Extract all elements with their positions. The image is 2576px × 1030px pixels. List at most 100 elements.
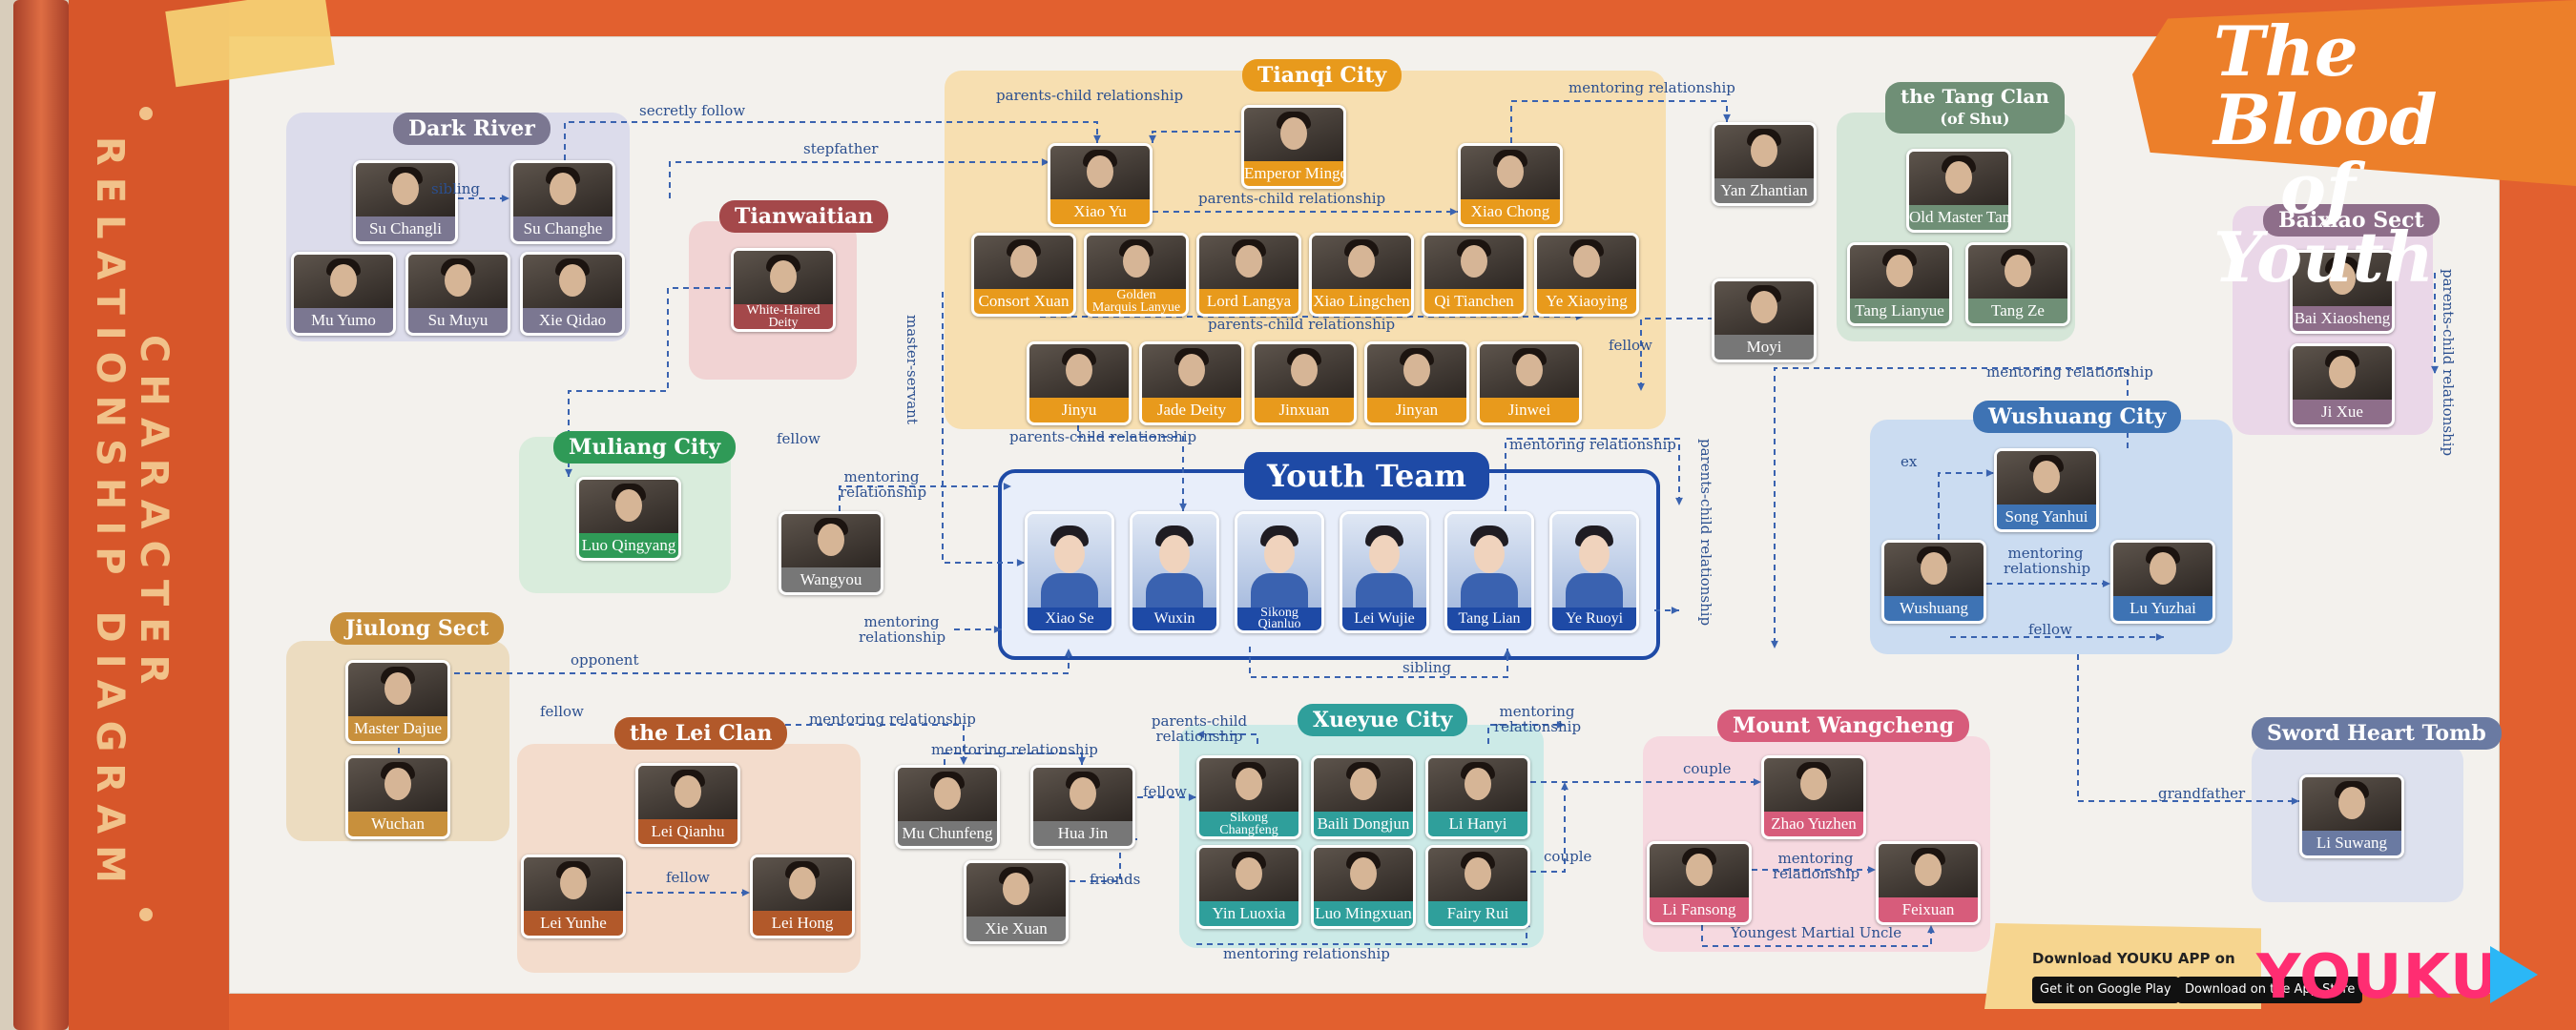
character-card-li-suwang: Li Suwang <box>2299 774 2404 858</box>
portrait-face <box>1573 245 1600 278</box>
character-card-mu-chunfeng: Mu Chunfeng <box>895 765 1000 849</box>
character-name-hua-jin: Hua Jin <box>1057 824 1109 842</box>
portrait-face <box>615 489 642 522</box>
relationship-line <box>669 161 1049 198</box>
relationship-arrowhead <box>741 889 750 896</box>
title-strip <box>69 0 229 1030</box>
rel-fellow-xueyue: fellow <box>1143 783 1187 800</box>
portrait-lei-qianhu <box>638 766 737 819</box>
rel-youngest-uncle: Youngest Martial Uncle <box>1731 924 1902 941</box>
portrait-white-haired <box>734 251 833 304</box>
relationship-arrowhead <box>1675 497 1683 505</box>
character-name-line1: Sikong <box>1260 606 1298 620</box>
character-name-luo-mingxuan: Luo Mingxuan <box>1315 904 1412 922</box>
character-name-lei-yunhe: Lei Yunhe <box>540 914 607 932</box>
relationship-arrowhead <box>1003 483 1011 490</box>
portrait-face <box>1070 777 1096 810</box>
character-card-su-changli: Su Changli <box>353 160 458 244</box>
character-name-mu-chunfeng: Mu Chunfeng <box>902 824 993 842</box>
google-play-badge[interactable]: Get it on Google Play <box>2032 977 2179 1003</box>
portrait-xiao-chong <box>1461 146 1560 199</box>
rel-opponent: opponent <box>571 651 639 669</box>
portrait-face <box>1516 354 1543 386</box>
character-card-yin-luoxia: Yin Luoxia <box>1196 845 1301 929</box>
character-name-jinyan: Jinyan <box>1395 401 1439 419</box>
relationship-arrowhead <box>1016 559 1025 566</box>
character-name-jade-deity: Jade Deity <box>1156 401 1227 419</box>
portrait-head <box>1579 535 1610 573</box>
portrait-face <box>1465 768 1491 800</box>
character-name-song-yanhui: Song Yanhui <box>2005 507 2088 525</box>
relationship-arrowhead <box>1041 158 1049 166</box>
relationship-arrowhead <box>1093 134 1101 143</box>
portrait-xie-qidao <box>523 255 622 308</box>
rel-ex: ex <box>1901 453 1918 470</box>
portrait-mu-yumo <box>294 255 393 308</box>
portrait-jinyu <box>1029 344 1129 398</box>
character-name-lei-hong: Lei Hong <box>771 914 834 932</box>
rel-parents-child-mid: parents-child relationship <box>1198 190 1386 207</box>
rel-parents-child-xueyue-l2: relationship <box>1155 728 1243 745</box>
portrait-wushuang <box>1884 543 1984 596</box>
character-name-line2: Changfeng <box>1219 823 1278 837</box>
portrait-face <box>1921 552 1947 585</box>
youth-team-card-ye-ruoyi: Ye Ruoyi <box>1549 511 1639 633</box>
relationship-line <box>839 485 1011 511</box>
character-name-tang-lianyue: Tang Lianyue <box>1855 301 1944 319</box>
portrait-li-hanyi <box>1428 758 1527 812</box>
character-card-su-muyu: Su Muyu <box>405 252 510 336</box>
portrait-face <box>1465 857 1491 890</box>
character-name-tang-lian: Tang Lian <box>1447 608 1531 630</box>
relationship-arrowhead <box>2102 580 2110 587</box>
portrait-face <box>1497 155 1524 188</box>
rel-mentoring-top: mentoring relationship <box>1568 79 1735 96</box>
diagram-title: CHARACTER RELATIONSHIP DIAGRAM <box>88 135 176 895</box>
character-card-jinxuan: Jinxuan <box>1252 341 1357 425</box>
relationship-arrowhead <box>1149 134 1156 143</box>
portrait-face <box>1003 873 1029 905</box>
group-label-tang-clan: the Tang Clan(of Shu) <box>1885 82 2065 134</box>
portrait-sikong-changfeng <box>1199 758 1298 812</box>
app-store-badge[interactable]: Download on the App Store <box>2177 977 2363 1003</box>
logo-brush-background <box>2132 0 2576 186</box>
rel-couple-1: couple <box>1683 760 1732 777</box>
character-name-mu-yumo: Mu Yumo <box>311 311 376 329</box>
portrait-face <box>1236 768 1262 800</box>
portrait-body <box>1251 573 1308 608</box>
character-name-wushuang: Wushuang <box>1899 599 1969 617</box>
relationship-arrowhead <box>1449 208 1458 216</box>
relationship-arrowhead <box>2431 365 2439 374</box>
character-card-jinyan: Jinyan <box>1364 341 1469 425</box>
relationship-arrowhead <box>565 468 572 477</box>
portrait-song-yanhui <box>1997 451 2096 505</box>
character-card-luo-mingxuan: Luo Mingxuan <box>1311 845 1416 929</box>
portrait-lord-langya <box>1199 236 1298 289</box>
portrait-yan-zhantian <box>1714 125 1814 178</box>
relationship-line <box>2077 654 2299 802</box>
portrait-body <box>1461 573 1518 608</box>
rel-master-servant: master-servant <box>904 315 921 424</box>
portrait-face <box>675 775 701 808</box>
rel-mentoring-bottom: mentoring relationship <box>1223 945 1390 962</box>
rel-sibling-dark: sibling <box>431 180 480 197</box>
character-name-su-changhe: Su Changhe <box>523 219 603 237</box>
relationship-line <box>1196 733 1258 744</box>
portrait-lei-yunhe <box>524 857 623 911</box>
relationship-line <box>1152 131 1240 143</box>
group-label-baixiao-sect: Baixiao Sect <box>2263 204 2440 237</box>
portrait-tang-lianyue <box>1850 245 1949 299</box>
character-card-consort-xuan: Consort Xuan <box>971 233 1076 317</box>
rel-sibling-yt: sibling <box>1402 659 1451 676</box>
character-name-wangyou: Wangyou <box>800 570 862 588</box>
rel-mentoring-wushuang-inner-l2: relationship <box>2004 560 2091 577</box>
character-card-ye-xiaoying: Ye Xiaoying <box>1534 233 1639 317</box>
character-card-lei-yunhe: Lei Yunhe <box>521 855 626 938</box>
character-card-xiao-chong: Xiao Chong <box>1458 143 1563 227</box>
character-name-luo-qingyang: Luo Qingyang <box>581 536 676 554</box>
portrait-face <box>384 672 411 705</box>
portrait-lei-hong <box>753 857 852 911</box>
